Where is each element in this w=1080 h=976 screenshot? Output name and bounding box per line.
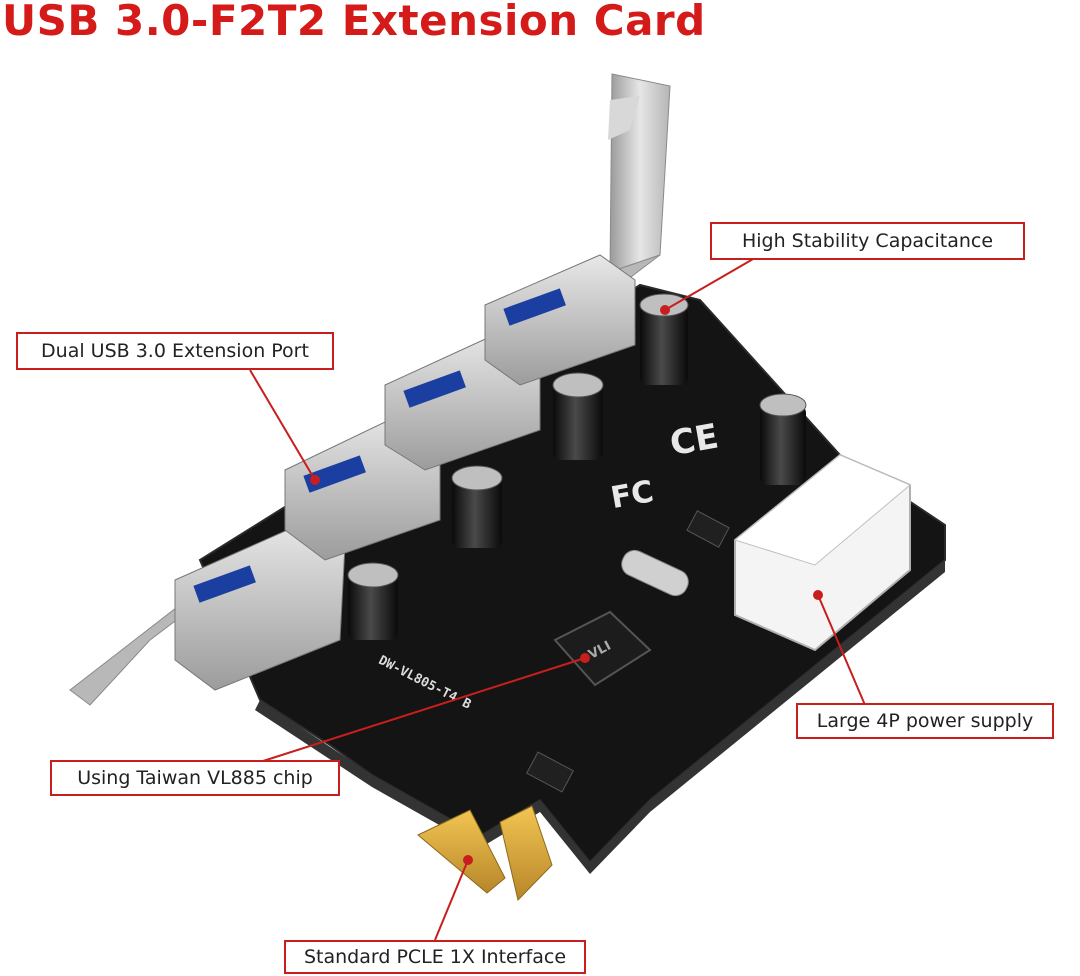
metal-bracket — [69, 73, 671, 706]
pcb-board — [198, 283, 946, 874]
leader-interface — [434, 859, 469, 941]
ce-mark: CE — [667, 416, 721, 464]
callout-capacitance: High Stability Capacitance — [710, 222, 1025, 260]
page-title: USB 3.0-F2T2 Extension Card — [2, 0, 706, 45]
vl-chip: VLI — [553, 610, 652, 687]
usb-port-1 — [174, 519, 346, 691]
leader-usb-port — [249, 369, 316, 481]
capacitor-1 — [347, 562, 399, 640]
small-ic-1 — [686, 510, 730, 548]
leader-dots — [310, 305, 823, 865]
capacitor-4 — [639, 293, 689, 385]
fc-mark: FC — [608, 474, 656, 516]
leader-chip — [259, 657, 586, 763]
small-ic-2 — [526, 751, 574, 793]
pcie-gold-fingers — [417, 805, 553, 902]
callout-usb-port: Dual USB 3.0 Extension Port — [16, 332, 334, 370]
crystal-oscillator — [621, 549, 689, 597]
callout-power: Large 4P power supply — [796, 703, 1054, 739]
capacitor-2 — [451, 465, 503, 548]
capacitor-3 — [552, 372, 604, 460]
leader-lines — [249, 254, 866, 941]
molex-power-connector — [733, 453, 911, 652]
capacitor-5 — [759, 393, 807, 485]
callout-interface: Standard PCLE 1X Interface — [284, 940, 586, 974]
leader-power — [817, 594, 866, 706]
callout-chip: Using Taiwan VL885 chip — [50, 760, 340, 796]
usb-port-4 — [484, 254, 636, 386]
leader-capacitance — [664, 254, 761, 311]
